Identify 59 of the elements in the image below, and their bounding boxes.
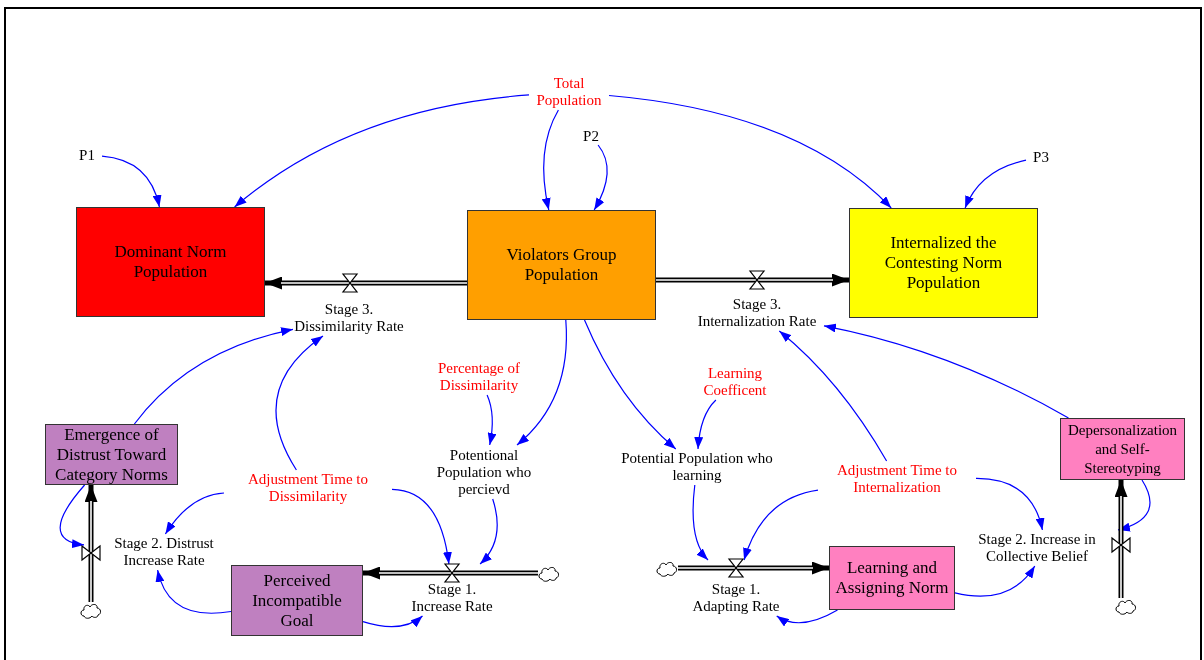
- stock-box: Violators Group Population: [467, 210, 656, 320]
- arrow: [954, 565, 1036, 597]
- arrow: [964, 159, 1027, 209]
- arrow: [583, 319, 677, 450]
- flow-pipe: [265, 276, 467, 290]
- arrow: [608, 94, 892, 209]
- variable-label: Potentional Population who percievd: [418, 445, 550, 499]
- flow-pipe: [656, 273, 849, 287]
- arrow: [823, 323, 1070, 419]
- flow-pipe: [84, 485, 98, 602]
- variable-label: P2: [576, 127, 606, 145]
- stock-box: Depersonalization and Self-Stereotyping: [1060, 418, 1185, 480]
- arrow: [479, 498, 498, 565]
- variable-label: Stage 3. Internalization Rate: [690, 295, 824, 331]
- variable-label: Total Population: [529, 74, 609, 110]
- variable-label: Adjustment Time to Dissimilarity: [224, 470, 392, 506]
- arrow: [692, 484, 709, 561]
- variable-label: Stage 2. Distrust Increase Rate: [84, 534, 224, 570]
- stock-box: Perceived Incompatible Goal: [231, 565, 363, 636]
- cloud-symbol: [1115, 598, 1137, 615]
- arrow: [776, 609, 839, 627]
- variable-label: Stage 3. Dissimilarity Rate: [293, 300, 405, 336]
- arrow: [391, 488, 452, 565]
- variable-label: Adjustment Time to Internalization: [818, 461, 976, 497]
- arrow: [164, 492, 225, 535]
- variable-label: Stage 1. Increase Rate: [405, 564, 499, 616]
- arrow: [975, 477, 1044, 531]
- arrow: [234, 94, 530, 208]
- arrow: [486, 394, 497, 446]
- flow-pipe: [363, 566, 538, 580]
- arrow: [1117, 479, 1151, 531]
- stock-box: Internalized the Contesting Norm Population: [849, 208, 1038, 318]
- variable-label: P1: [72, 146, 102, 164]
- arrow: [362, 615, 424, 628]
- variable-label: Stage 2. Increase in Collective Belief: [962, 530, 1130, 566]
- arrow: [593, 144, 608, 211]
- variable-label: Percentage of Dissimilarity: [416, 359, 542, 395]
- variable-label: Potential Population who learning: [620, 449, 774, 485]
- arrow: [133, 327, 294, 425]
- arrow: [516, 319, 567, 446]
- stock-box: Emergence of Distrust Toward Category Norms: [45, 424, 178, 485]
- stock-box: Dominant Norm Population: [76, 207, 265, 317]
- flow-pipe: [1114, 480, 1128, 598]
- arrow: [101, 155, 161, 208]
- arrow: [778, 330, 888, 462]
- arrow: [156, 569, 232, 614]
- stock-box: Learning and Assigning Norm: [829, 546, 955, 610]
- cloud-symbol: [656, 560, 678, 577]
- cloud-symbol: [538, 565, 560, 582]
- arrow: [541, 109, 559, 211]
- variable-label: P3: [1026, 148, 1056, 166]
- variable-label: Learning Coefficent: [686, 364, 784, 400]
- arrow: [59, 484, 86, 548]
- variable-label: Stage 1. Adapting Rate: [688, 560, 784, 616]
- arrow: [694, 399, 717, 450]
- arrow: [275, 335, 324, 471]
- arrow: [743, 489, 819, 561]
- flow-pipe: [678, 561, 829, 575]
- cloud-symbol: [80, 602, 102, 619]
